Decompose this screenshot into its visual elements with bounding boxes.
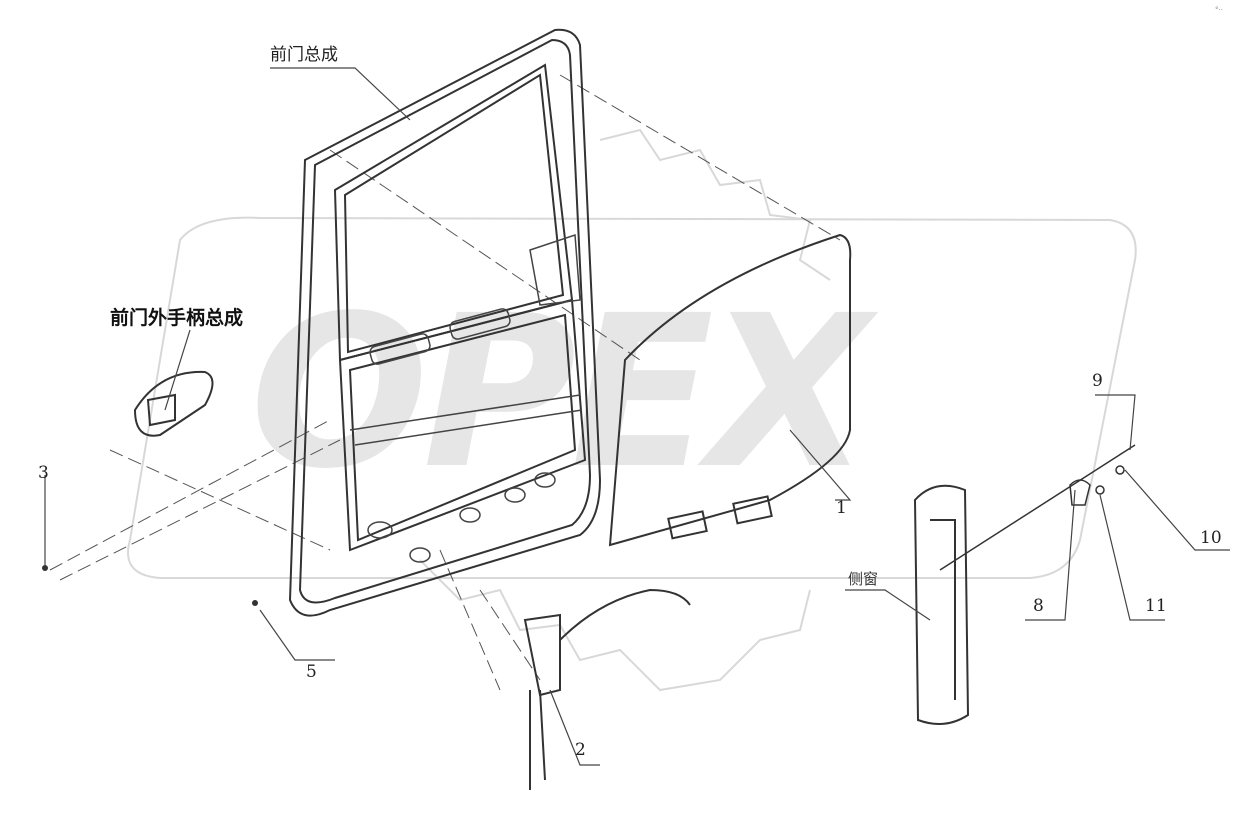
- callout-10: 10: [1200, 528, 1222, 548]
- label-front-door-assembly: 前门总成: [270, 45, 338, 65]
- callout-1: 1: [836, 498, 847, 518]
- cable-rod: [939, 444, 1136, 571]
- callout-5: 5: [306, 662, 317, 682]
- outer-handle: [133, 370, 214, 437]
- callout-3: 3: [38, 463, 49, 483]
- side-trim-pillar: [913, 484, 970, 725]
- leader-lines: [44, 67, 1230, 766]
- callout-11: 11: [1145, 596, 1167, 616]
- label-side-window: 侧窗: [848, 570, 879, 588]
- callout-8: 8: [1033, 596, 1044, 616]
- door-frame: [288, 28, 602, 617]
- screws: [42, 565, 258, 606]
- callout-9: 9: [1092, 371, 1103, 391]
- door-lock: [523, 588, 691, 790]
- projection-lines: [49, 74, 841, 691]
- watermark-logo: OPEX: [250, 270, 870, 515]
- callout-2: 2: [575, 740, 586, 760]
- door-glass: [608, 233, 852, 547]
- label-front-door-outer-handle-assembly: 前门外手柄总成: [110, 307, 244, 329]
- corner-mark: °··: [1215, 6, 1223, 14]
- door-inner-panel-details: [349, 233, 583, 563]
- watermark-gear: [127, 128, 1137, 692]
